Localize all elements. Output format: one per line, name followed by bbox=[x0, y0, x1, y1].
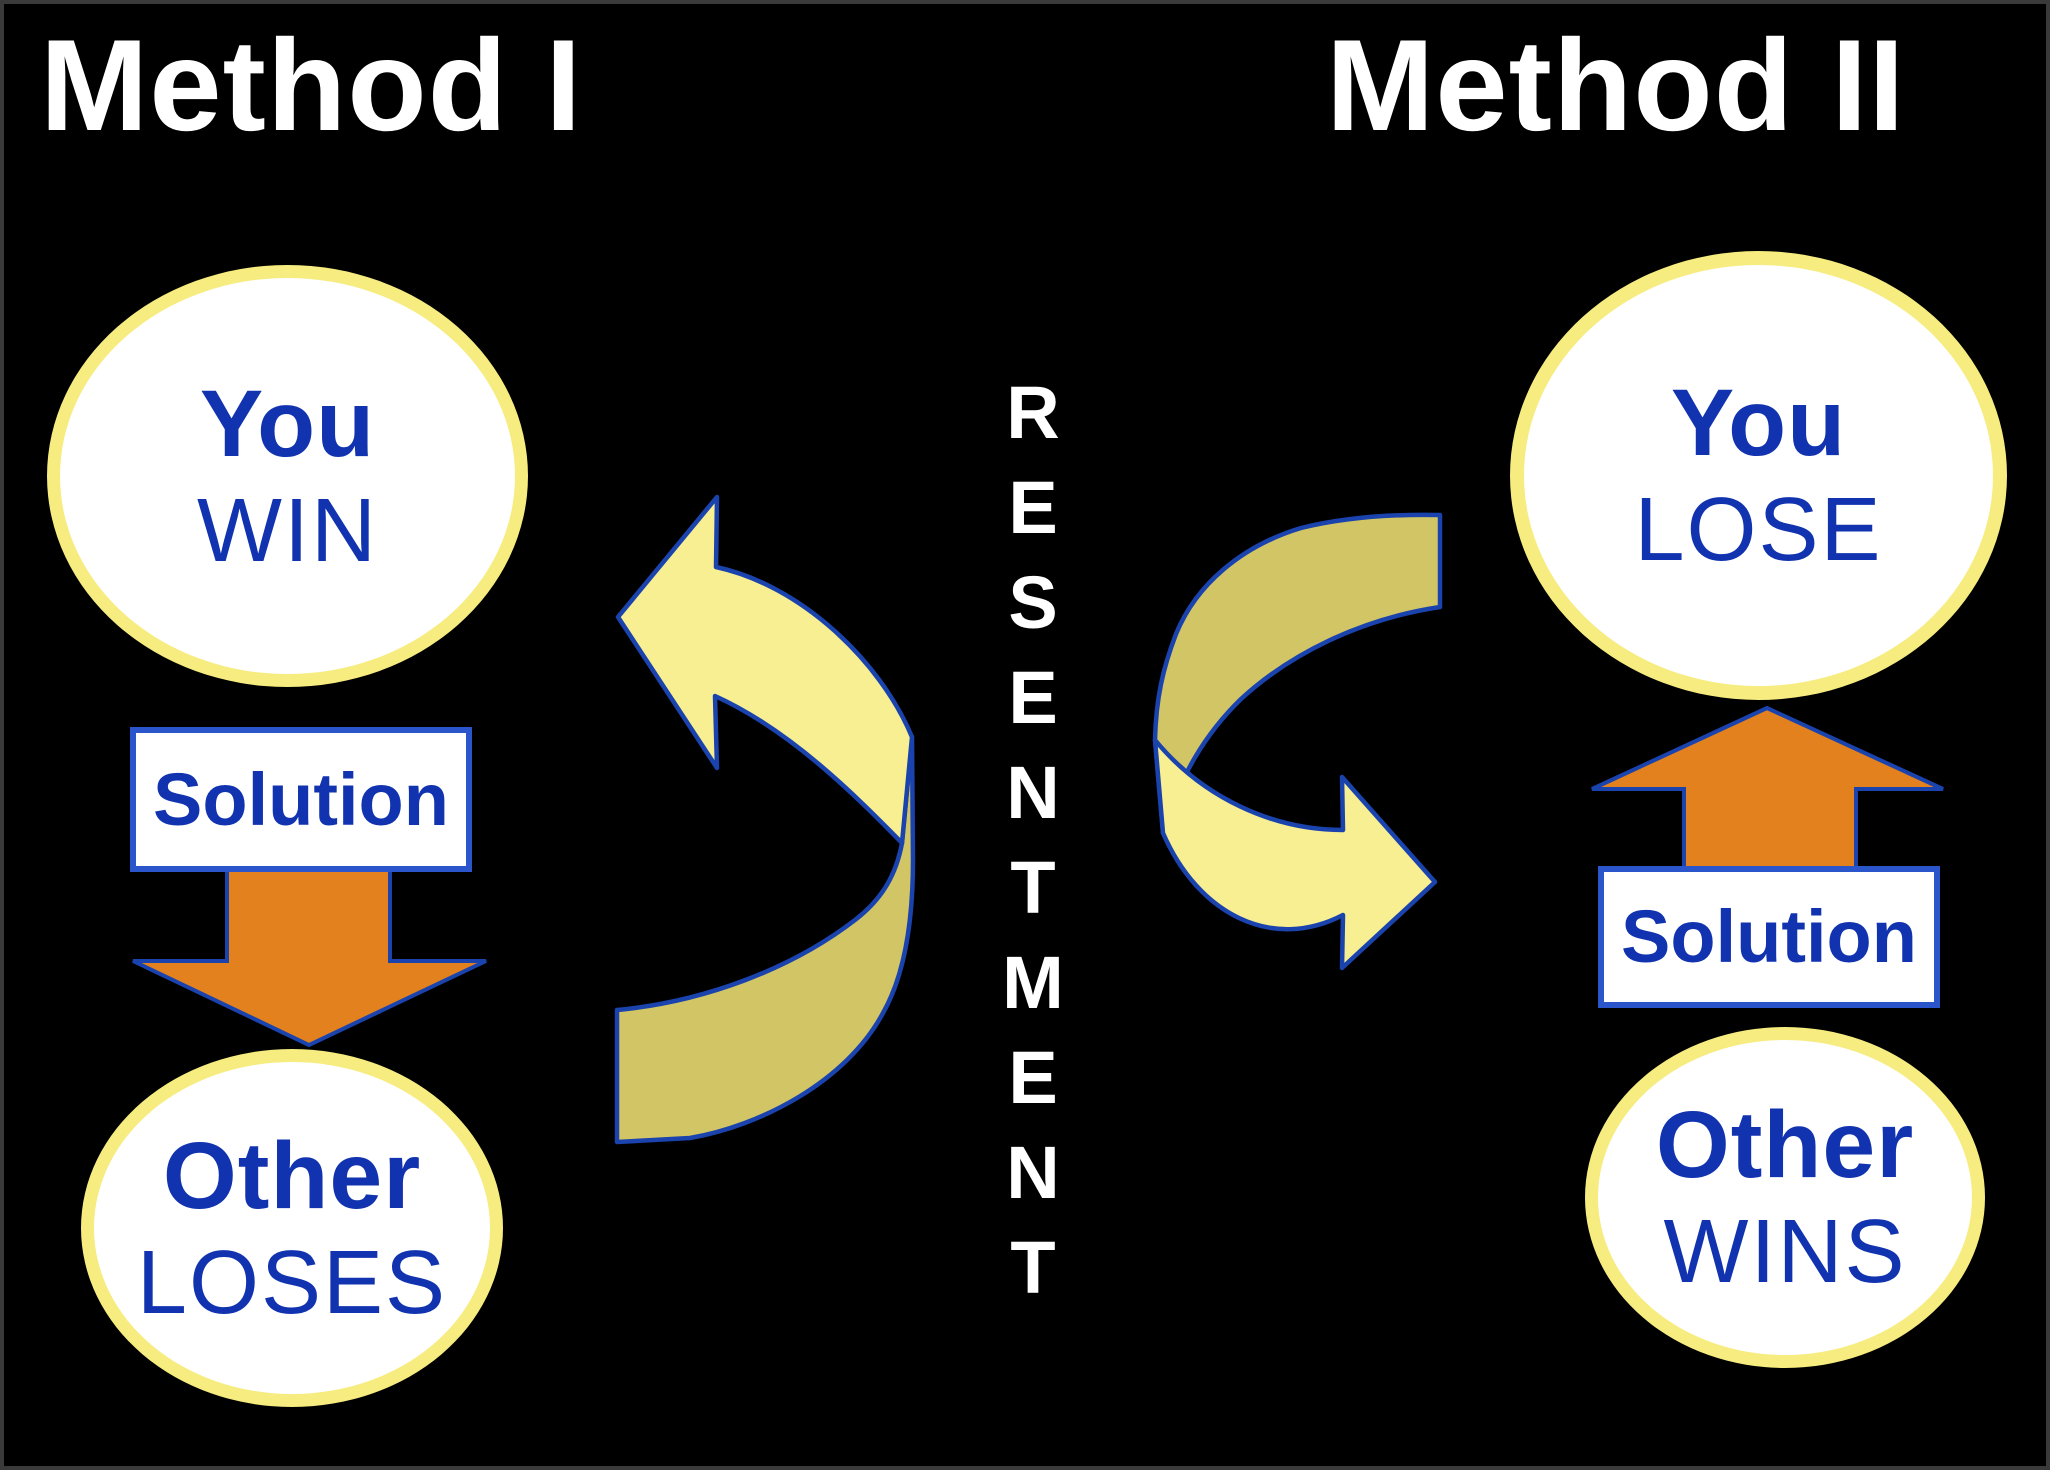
curved-cycle-arrow-right-icon bbox=[1152, 512, 1443, 971]
vertical-letter: N bbox=[1006, 1131, 1060, 1214]
vertical-letter: E bbox=[1008, 466, 1058, 549]
vertical-letter: R bbox=[1006, 371, 1060, 454]
solution-box-method1: Solution bbox=[130, 727, 472, 872]
solution-label-method2: Solution bbox=[1621, 895, 1917, 978]
method-2-title: Method II bbox=[1326, 12, 1906, 158]
vertical-letter: N bbox=[1006, 751, 1060, 834]
other-wins-ellipse-line1: Other bbox=[1655, 1092, 1915, 1198]
you-win-ellipse-line1: You bbox=[199, 370, 376, 477]
vertical-letter: E bbox=[1008, 1036, 1058, 1119]
method-1-title: Method I bbox=[40, 12, 583, 158]
you-lose-ellipse-line1: You bbox=[1670, 370, 1847, 476]
vertical-letter: E bbox=[1008, 656, 1058, 739]
vertical-letter: T bbox=[1010, 846, 1056, 929]
solution-box-method2: Solution bbox=[1598, 866, 1940, 1008]
other-loses-ellipse-line2: LOSES bbox=[136, 1232, 448, 1333]
down-arrow-icon bbox=[132, 848, 487, 1048]
vertical-letter: M bbox=[1002, 941, 1064, 1024]
other-wins-ellipse-line2: WINS bbox=[1663, 1202, 1907, 1302]
curved-cycle-arrow-left-icon bbox=[614, 494, 916, 1145]
you-lose-ellipse-line2: LOSE bbox=[1634, 480, 1883, 580]
vertical-letter: S bbox=[1008, 561, 1058, 644]
solution-label-method1: Solution bbox=[153, 757, 449, 841]
vertical-letter: T bbox=[1010, 1226, 1056, 1309]
you-win-ellipse-line2: WIN bbox=[197, 480, 378, 581]
other-loses-ellipse-line1: Other bbox=[162, 1122, 422, 1229]
